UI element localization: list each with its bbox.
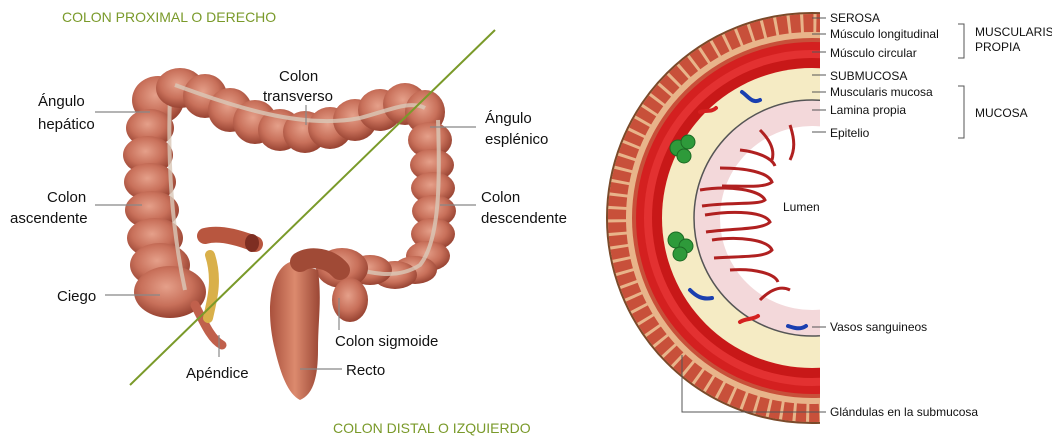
label-serosa: SEROSA bbox=[830, 11, 880, 25]
label-angulo-esplenico-1: Ángulo bbox=[485, 110, 532, 127]
proximal-title: COLON PROXIMAL O DERECHO bbox=[62, 9, 276, 25]
label-apendice: Apéndice bbox=[186, 365, 249, 382]
label-colon-sigmoide: Colon sigmoide bbox=[335, 333, 438, 350]
label-muscularis-propia-2: PROPIA bbox=[975, 40, 1020, 54]
label-recto: Recto bbox=[346, 362, 385, 379]
label-colon-ascendente-1: Colon bbox=[47, 189, 86, 206]
label-lamina-propia: Lamina propia bbox=[830, 103, 906, 117]
label-angulo-hepatico-1: Ángulo bbox=[38, 93, 85, 110]
label-colon-transverso-1: Colon bbox=[279, 68, 318, 85]
label-vasos-sanguineos: Vasos sanguineos bbox=[830, 320, 927, 334]
label-colon-ascendente-2: ascendente bbox=[10, 210, 88, 227]
label-angulo-esplenico-2: esplénico bbox=[485, 131, 548, 148]
label-muscularis-propia-1: MUSCULARIS bbox=[975, 25, 1052, 39]
label-colon-descendente-1: Colon bbox=[481, 189, 520, 206]
label-lumen: Lumen bbox=[783, 200, 820, 214]
label-colon-transverso-2: transverso bbox=[263, 88, 333, 105]
label-musculo-circular: Músculo circular bbox=[830, 46, 917, 60]
label-muscularis-mucosa: Muscularis mucosa bbox=[830, 85, 933, 99]
right-labels: SEROSA Músculo longitudinal Músculo circ… bbox=[783, 11, 1052, 419]
label-musculo-longitudinal: Músculo longitudinal bbox=[830, 27, 939, 41]
label-mucosa: MUCOSA bbox=[975, 106, 1028, 120]
label-glandulas-submucosa: Glándulas en la submucosa bbox=[830, 405, 978, 419]
label-submucosa: SUBMUCOSA bbox=[830, 69, 907, 83]
label-angulo-hepatico-2: hepático bbox=[38, 116, 95, 133]
label-colon-descendente-2: descendente bbox=[481, 210, 567, 227]
label-epitelio: Epitelio bbox=[830, 126, 870, 140]
distal-title: COLON DISTAL O IZQUIERDO bbox=[333, 420, 531, 436]
label-ciego: Ciego bbox=[57, 288, 96, 305]
